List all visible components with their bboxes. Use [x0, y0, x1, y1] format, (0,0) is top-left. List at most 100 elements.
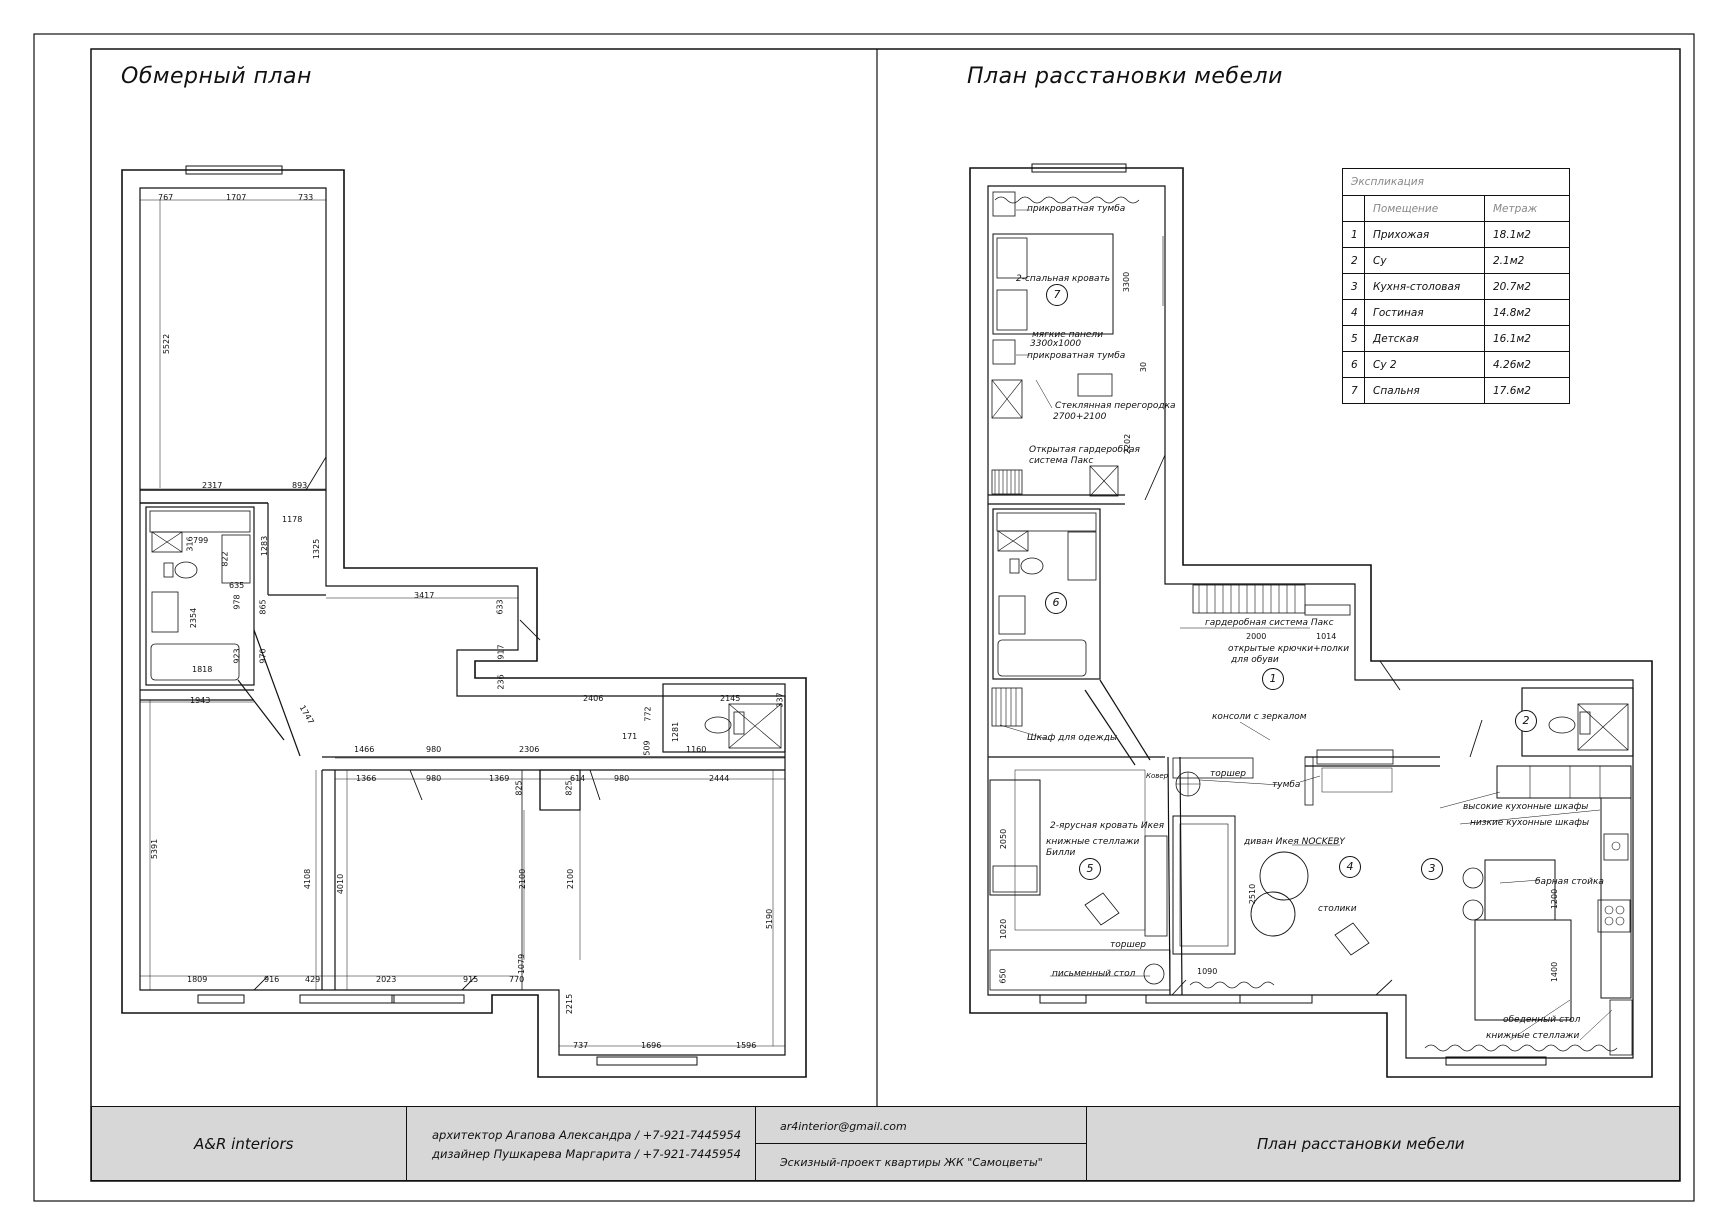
title-block-company-cell: A&R interiors [92, 1107, 407, 1180]
dimension-label: 917 [496, 644, 506, 660]
title-block-authors-cell: архитектор Агапова Александра / +7-921-7… [407, 1107, 756, 1180]
dimension-label: 1178 [282, 515, 303, 524]
dimension-label: 509 [642, 740, 652, 756]
dimension-label: 2510 [1248, 883, 1258, 905]
title-block: A&R interiors архитектор Агапова Алексан… [91, 1106, 1680, 1181]
dimension-label: 5190 [765, 908, 775, 930]
note-wardrobe-pax: гардеробная система Пакс [1205, 618, 1334, 628]
note-clothes-cabinet: Шкаф для одежды [1027, 733, 1118, 743]
dimension-label: 1200 [1550, 888, 1560, 910]
dimension-label: 4010 [336, 873, 346, 895]
dimension-label: 1014 [1316, 632, 1337, 641]
note-floor-lamp-2: торшер [1110, 940, 1146, 950]
dimension-label: 316 [185, 536, 195, 552]
dimension-label: 772 [643, 706, 653, 722]
explication-cell-area: 14.8м2 [1493, 306, 1531, 319]
room-number-3: 3 [1421, 858, 1443, 880]
note-soft-panels-size: 3300х1000 [1030, 339, 1082, 349]
dimension-label: 3417 [414, 591, 435, 600]
note-double-bed: 2-спальная кровать [1016, 274, 1111, 284]
explication-cell-room: Су 2 [1365, 352, 1485, 377]
dimension-label: 2145 [720, 694, 741, 703]
room-number-7: 7 [1046, 284, 1068, 306]
explication-cell-n: 1 [1343, 222, 1365, 247]
furniture-plan-title: План расстановки мебели [967, 64, 1283, 89]
note-open-wardrobe: Открытая гардеробная [1029, 445, 1140, 455]
bar-counter [1484, 859, 1556, 921]
bathroom-2-walls [145, 506, 255, 686]
note-billy: Билли [1046, 848, 1076, 858]
note-floor-lamp-1: торшер [1210, 769, 1246, 779]
note-bunk-bed: 2-ярусная кровать Икея [1050, 821, 1165, 831]
bathroom-6-walls [992, 508, 1101, 680]
explication-row: 4 Гостиная 14.8м2 [1343, 299, 1569, 325]
dimension-label: 429 [305, 975, 321, 984]
dimension-label: 980 [426, 745, 442, 754]
note-for-shoes: для обуви [1231, 655, 1279, 665]
room-number-5: 5 [1079, 858, 1101, 880]
room-number-2: 2 [1515, 710, 1537, 732]
email: ar4interior@gmail.com [780, 1120, 907, 1133]
title-block-sheet-cell: План расстановки мебели [1087, 1107, 1681, 1180]
bathroom-1-walls [662, 683, 786, 753]
furniture-plan [969, 163, 1653, 1078]
dimension-label: 2444 [709, 774, 730, 783]
dimension-label: 650 [998, 968, 1008, 984]
dimension-label: 2050 [999, 828, 1009, 850]
note-bedside-table-bottom: прикроватная тумба [1027, 351, 1126, 361]
dimension-label: 2100 [518, 868, 528, 890]
note-bar-counter: барная стойка [1535, 877, 1604, 887]
inner-walls [139, 187, 786, 1056]
note-desk: письменный стол [1052, 969, 1136, 979]
note-bedside-table-top: прикроватная тумба [1027, 204, 1126, 214]
dimension-label: 1809 [187, 975, 208, 984]
dimension-label: 614 [570, 774, 586, 783]
explication-cell-n: 7 [1343, 378, 1365, 403]
explication-cell-room: Спальня [1365, 378, 1485, 403]
note-glass-partition: Стеклянная перегородка [1055, 401, 1176, 411]
explication-title: Экспликация [1351, 176, 1424, 188]
double-bed [992, 233, 1114, 335]
dimension-label: 2406 [583, 694, 604, 703]
explication-row: 1 Прихожая 18.1м2 [1343, 221, 1569, 247]
dimension-label: 1943 [190, 696, 211, 705]
note-bookshelves: книжные стеллажи [1046, 837, 1140, 847]
outer-frame [33, 33, 1695, 1202]
dimension-label: 4108 [303, 868, 313, 890]
dimension-label: 822 [220, 551, 230, 567]
explication-cell-n: 4 [1343, 300, 1365, 325]
dimension-label: 1400 [1550, 961, 1560, 983]
explication-row: 5 Детская 16.1м2 [1343, 325, 1569, 351]
explication-row: 3 Кухня-столовая 20.7м2 [1343, 273, 1569, 299]
explication-cell-area: 18.1м2 [1493, 228, 1531, 241]
room-number-1: 1 [1262, 668, 1284, 690]
explication-cell-area: 17.6м2 [1493, 384, 1531, 397]
explication-cell-area: 2.1м2 [1493, 254, 1525, 267]
measurement-plan-title: Обмерный план [121, 64, 312, 89]
explication-row: 2 Су 2.1м2 [1343, 247, 1569, 273]
dimension-label: 1369 [489, 774, 510, 783]
room-number-6: 6 [1045, 592, 1067, 614]
explication-cell-n: 5 [1343, 326, 1365, 351]
dimension-label: 767 [158, 193, 174, 202]
dimension-label: 30 [1139, 361, 1149, 373]
inner-frame [90, 48, 1681, 1182]
note-hooks-shelves: открытые крючки+полки [1228, 644, 1350, 654]
dimension-label: 865 [258, 599, 268, 615]
dimension-label: 2306 [519, 745, 540, 754]
dimension-label: 1325 [312, 538, 322, 560]
architect-line: архитектор Агапова Александра / +7-921-7… [432, 1128, 742, 1142]
dimension-label: 916 [264, 975, 280, 984]
dimension-label: 5522 [162, 333, 172, 355]
dimension-label: 799 [193, 536, 209, 545]
dimension-label: 825 [514, 780, 524, 796]
explication-header-room: Помещение [1365, 196, 1485, 221]
dimension-label: 978 [232, 594, 242, 610]
explication-cell-n: 3 [1343, 274, 1365, 299]
dimension-label: 1079 [517, 953, 527, 975]
dimension-label: 1466 [354, 745, 375, 754]
dimension-label: 737 [573, 1041, 589, 1050]
outer-walls [121, 169, 807, 1078]
